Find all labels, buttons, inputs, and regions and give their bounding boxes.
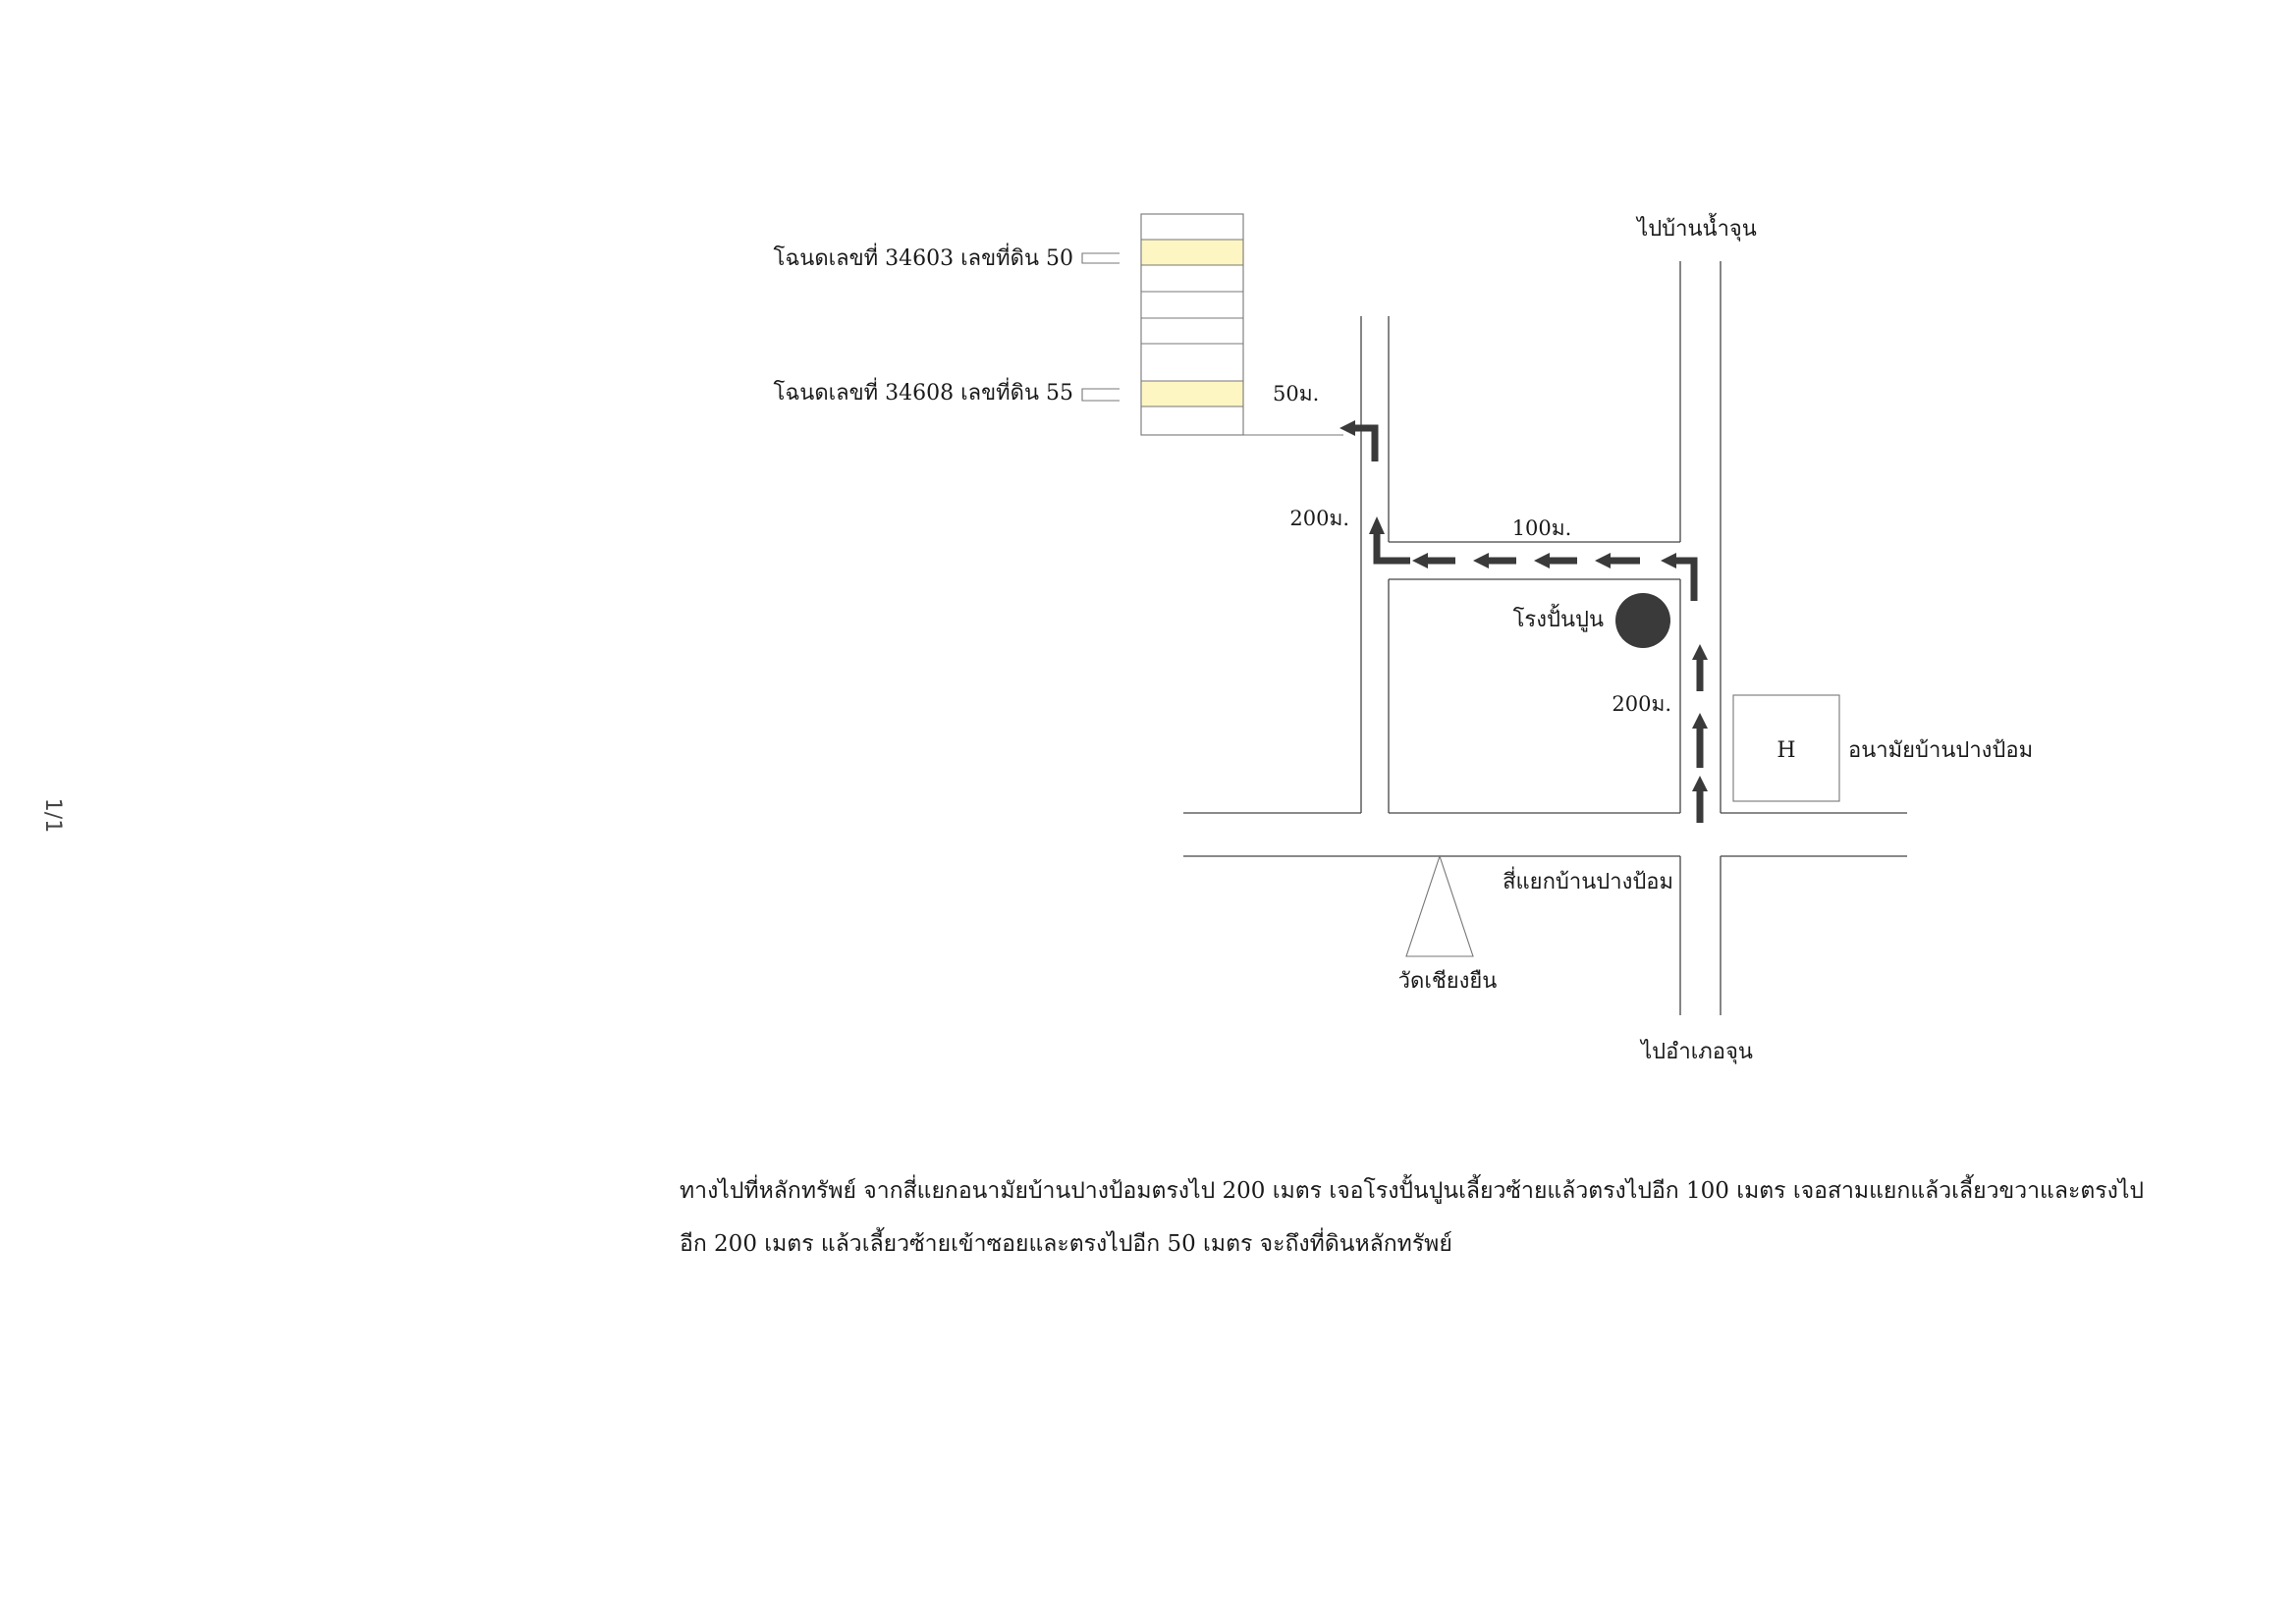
page-number: 1/1 [40,797,66,834]
health-center-label: อนามัยบ้านปางป้อม [1848,738,2033,763]
road-network [1183,261,1907,1015]
factory-label: โรงปั้นปูน [1513,604,1604,632]
temple-label: วัดเชียงยืน [1398,969,1498,994]
north-destination-label: ไปบ้านน้ำจุน [1635,213,1757,242]
plot-label-50: โฉนดเลขที่ 34603 เลขที่ดิน 50 [774,243,1074,271]
distance-west-leg: 100ม. [1512,516,1572,540]
distance-start-leg: 200ม. [1612,692,1671,716]
plot-highlight-55 [1141,381,1243,406]
health-center-box [1732,694,1840,802]
route-arrows [1339,420,1708,823]
distance-final-leg: 50ม. [1273,382,1319,406]
plot-label-55: โฉนดเลขที่ 34608 เลขที่ดิน 55 [774,377,1074,406]
route-description: ทางไปที่หลักทรัพย์ จากสี่แยกอนามัยบ้านปา… [680,1164,2153,1271]
factory-marker [1615,593,1670,648]
land-plot-strip [1081,213,1343,436]
temple-icon [1405,854,1474,957]
intersection-label: สี่แยกบ้านปางป้อม [1503,866,1673,894]
distance-north-leg: 200ม. [1289,507,1349,530]
description-line-2: อีก 200 เมตร แล้วเลี้ยวซ้ายเข้าซอยและตรง… [680,1231,1452,1257]
plot-highlight-50 [1141,240,1243,265]
health-center-symbol: H [1777,738,1795,763]
south-destination-label: ไปอำเภอจุน [1639,1039,1753,1064]
description-line-1: ทางไปที่หลักทรัพย์ จากสี่แยกอนามัยบ้านปา… [680,1178,2145,1204]
